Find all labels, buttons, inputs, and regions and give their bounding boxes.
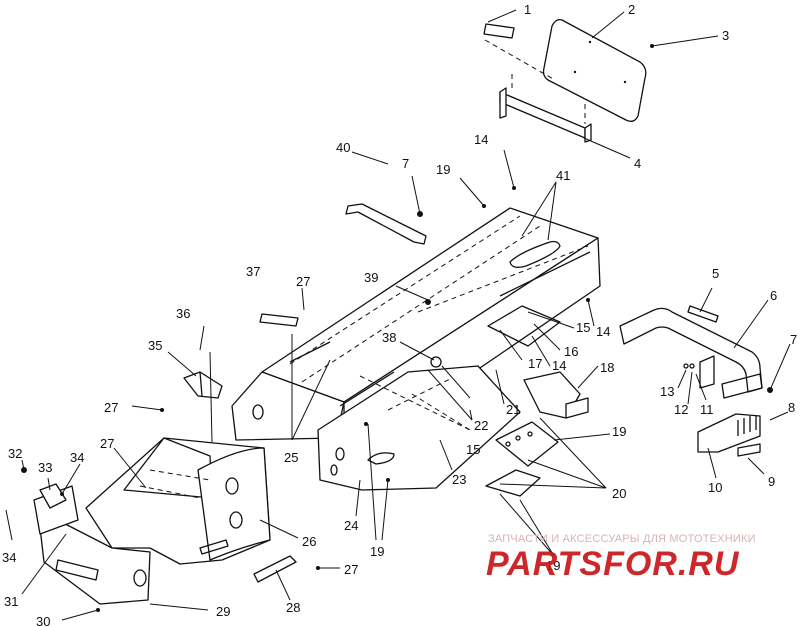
- callout-31: 31: [4, 594, 18, 609]
- part-plate-20: [485, 421, 559, 497]
- part-bumper-6: [619, 307, 763, 399]
- part-plate-16: [487, 305, 561, 347]
- callout-3: 3: [722, 28, 729, 43]
- callout-29: 29: [216, 604, 230, 619]
- part-plate-37: [259, 313, 299, 327]
- callout-22: 22: [474, 418, 488, 433]
- callout-23: 23: [452, 472, 466, 487]
- callout-19-bottom: 19: [546, 558, 560, 573]
- callout-40: 40: [336, 140, 350, 155]
- callout-27-top: 27: [296, 274, 310, 289]
- part-bracket-35: [183, 371, 223, 399]
- callout-35: 35: [148, 338, 162, 353]
- callout-6: 6: [770, 288, 777, 303]
- leader-lines: [5, 9, 791, 621]
- callout-9: 9: [768, 474, 775, 489]
- callout-14-top: 14: [474, 132, 488, 147]
- callout-24: 24: [344, 518, 358, 533]
- part-hitch-10: [697, 413, 761, 457]
- callout-16: 16: [564, 344, 578, 359]
- callout-19-right: 19: [612, 424, 626, 439]
- callout-12: 12: [674, 402, 688, 417]
- callout-10: 10: [708, 480, 722, 495]
- callout-2: 2: [628, 2, 635, 17]
- callout-1: 1: [524, 2, 531, 17]
- callout-25: 25: [284, 450, 298, 465]
- callout-14-right: 14: [596, 324, 610, 339]
- callout-27-bottom: 27: [344, 562, 358, 577]
- callout-26: 26: [302, 534, 316, 549]
- callout-4: 4: [634, 156, 641, 171]
- part-hardware-11-13: [683, 355, 715, 389]
- callout-27-left: 27: [104, 400, 118, 415]
- callout-18: 18: [600, 360, 614, 375]
- callout-37: 37: [246, 264, 260, 279]
- callout-19-left: 19: [370, 544, 384, 559]
- callout-32: 32: [8, 446, 22, 461]
- part-bracket-40: [345, 203, 427, 245]
- callout-41: 41: [556, 168, 570, 183]
- callout-38: 38: [382, 330, 396, 345]
- callout-33: 33: [38, 460, 52, 475]
- callout-34-bottom: 34: [2, 550, 16, 565]
- part-bracket-4: [499, 74, 592, 143]
- callout-34-top: 34: [70, 450, 84, 465]
- watermark-logo: PARTSFOR.RU: [486, 545, 740, 583]
- callout-20: 20: [612, 486, 626, 501]
- part-bracket-33: [39, 483, 67, 509]
- part-strip-28: [253, 555, 297, 583]
- callout-15-right: 15: [576, 320, 590, 335]
- callout-15-mid: 15: [466, 442, 480, 457]
- callout-14-mid: 14: [552, 358, 566, 373]
- callout-36: 36: [176, 306, 190, 321]
- watermark-subtitle: ЗАПЧАСТИ И АКСЕССУАРЫ ДЛЯ МОТОТЕХНИКИ: [488, 533, 756, 545]
- part-plate-1: [483, 23, 515, 39]
- callout-5: 5: [712, 266, 719, 281]
- callout-39: 39: [364, 270, 378, 285]
- callout-7-top: 7: [402, 156, 409, 171]
- part-panel-2: [542, 18, 647, 122]
- part-bracket-18: [523, 371, 589, 419]
- callout-30: 30: [36, 614, 50, 627]
- part-strip-5: [687, 305, 719, 323]
- callout-8: 8: [788, 400, 795, 415]
- part-frame-26: [85, 437, 271, 565]
- callout-13: 13: [660, 384, 674, 399]
- callout-11: 11: [700, 402, 714, 417]
- callout-27-mid: 27: [100, 436, 114, 451]
- callout-7-right: 7: [790, 332, 797, 347]
- callout-17: 17: [528, 356, 542, 371]
- callout-21: 21: [506, 402, 520, 417]
- callout-19-top: 19: [436, 162, 450, 177]
- callout-28: 28: [286, 600, 300, 615]
